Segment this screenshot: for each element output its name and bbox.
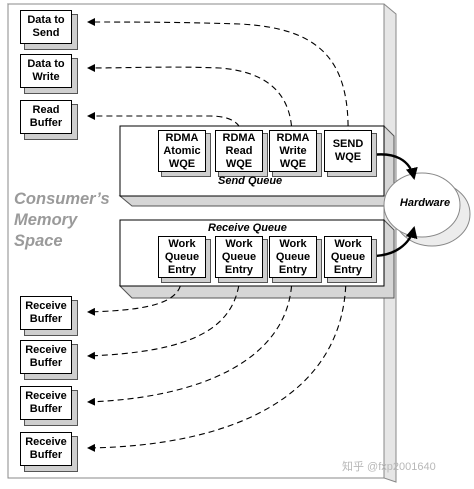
- hardware-shape: [383, 172, 471, 247]
- hardware-label: Hardware: [399, 197, 451, 209]
- wqe-line: Read: [225, 144, 253, 157]
- arrow-wqe1-to-receive-buffer-1: [87, 275, 183, 316]
- memory-space-label-line: Consumer’s: [14, 190, 110, 208]
- wqe-line: WQE: [225, 157, 253, 170]
- wqe-line: Write: [279, 144, 307, 157]
- wqe-line: Entry: [333, 263, 363, 276]
- box-line: Send: [32, 27, 60, 39]
- wqe-line: Work: [168, 237, 196, 250]
- box-line: Buffer: [29, 357, 63, 369]
- box-line: Buffer: [29, 449, 63, 461]
- box-line: Receive: [25, 390, 67, 402]
- box-line: Buffer: [29, 313, 63, 325]
- box-line: Read: [32, 104, 60, 116]
- wqe-line: Entry: [224, 263, 254, 276]
- watermark-text: 知乎 @fxp2001640: [342, 461, 436, 473]
- arrow-wqe3-to-receive-buffer-3: [87, 275, 293, 406]
- wqe-line: RDMA: [276, 131, 310, 144]
- wqe-line: Atomic: [163, 144, 201, 157]
- arrow-wqe4-to-receive-buffer-4: [87, 275, 347, 452]
- box-line: Write: [32, 71, 60, 83]
- wqe-line: WQE: [168, 157, 196, 170]
- arrow-send-wqe-to-data-to-send: [87, 18, 349, 137]
- arrow-receive-entry-to-hardware: [371, 226, 418, 258]
- receive-queue-label: Receive Queue: [208, 222, 287, 234]
- wqe-line: RDMA: [222, 131, 256, 144]
- wqe-line: Queue: [164, 250, 200, 263]
- wqe-line: WQE: [334, 151, 362, 163]
- wqe-line: SEND: [332, 138, 364, 150]
- consumer-memory-space-label: Consumer’s Memory Space: [14, 189, 110, 252]
- wqe-line: Queue: [275, 250, 311, 263]
- box-line: Buffer: [29, 403, 63, 415]
- box-line: Buffer: [29, 117, 63, 129]
- wqe-line: Entry: [278, 263, 308, 276]
- arrow-write-wqe-to-data-to-write: [87, 63, 293, 137]
- arrow-read-wqe-to-read-buffer: [87, 112, 243, 137]
- wqe-line: Work: [225, 237, 253, 250]
- wqe-line: WQE: [279, 157, 307, 170]
- box-line: Receive: [25, 436, 67, 448]
- send-queue-label: Send Queue: [218, 175, 283, 187]
- wqe-line: Work: [279, 237, 307, 250]
- memory-space-label-line: Memory: [14, 211, 78, 229]
- arrow-wqe2-to-receive-buffer-2: [87, 275, 241, 360]
- wqe-line: Entry: [167, 263, 197, 276]
- arrow-send-wqe-to-hardware: [371, 153, 418, 180]
- box-line: Data to: [27, 14, 65, 26]
- memory-space-label-line: Space: [14, 232, 63, 250]
- wqe-line: Queue: [221, 250, 257, 263]
- wqe-line: RDMA: [165, 131, 199, 144]
- box-line: Receive: [25, 344, 67, 356]
- box-line: Receive: [25, 300, 67, 312]
- wqe-line: Queue: [330, 250, 366, 263]
- wqe-line: Work: [334, 237, 362, 250]
- box-line: Data to: [27, 58, 65, 70]
